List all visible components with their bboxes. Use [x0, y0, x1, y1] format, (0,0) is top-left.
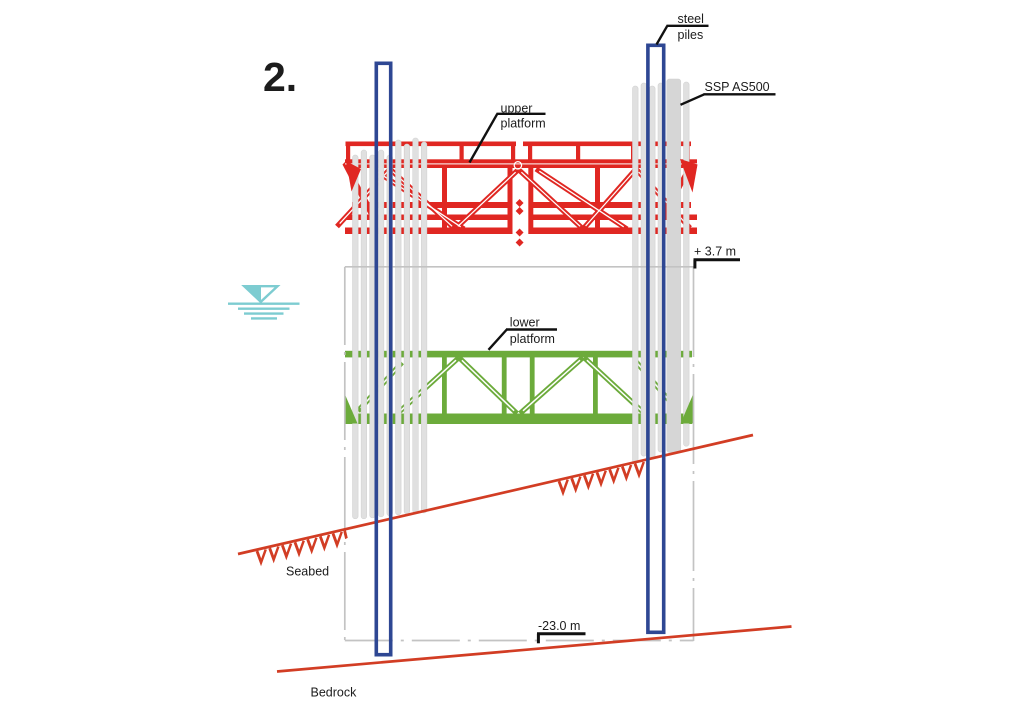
svg-text:platform: platform [501, 116, 546, 130]
svg-text:lower: lower [510, 315, 540, 329]
svg-text:upper: upper [501, 101, 533, 115]
svg-text:steel: steel [678, 12, 704, 26]
svg-text:piles: piles [678, 28, 704, 42]
svg-text:Bedrock: Bedrock [311, 686, 358, 700]
svg-text:2.: 2. [263, 54, 297, 100]
svg-text:SSP AS500: SSP AS500 [705, 80, 770, 94]
svg-text:-23.0 m: -23.0 m [538, 619, 580, 633]
svg-text:platform: platform [510, 332, 555, 346]
svg-text:Seabed: Seabed [286, 565, 329, 579]
svg-text:+ 3.7 m: + 3.7 m [694, 245, 736, 259]
